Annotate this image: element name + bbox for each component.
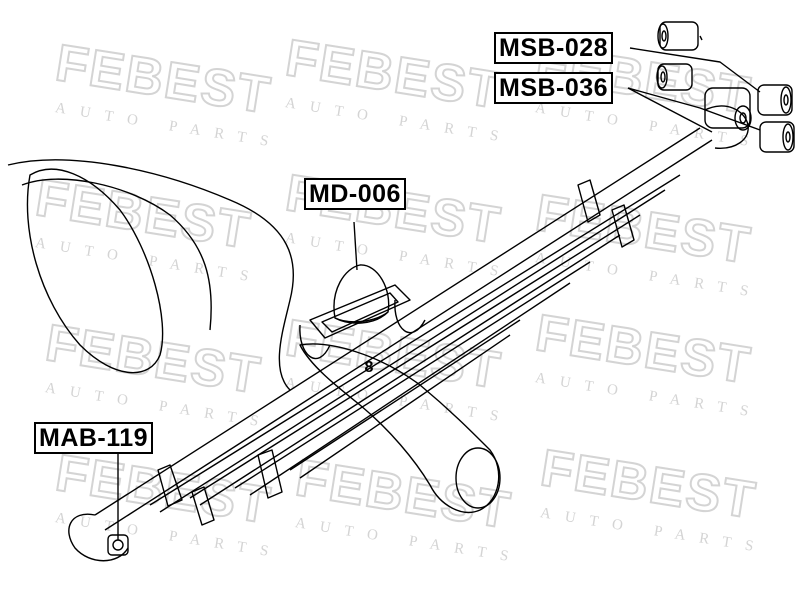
leaf-spring-drawing (7, 21, 795, 562)
clamp-front-a (157, 464, 183, 507)
front-eye (68, 513, 129, 562)
msb028-bushing (657, 21, 699, 51)
clamp-front-b (191, 486, 215, 526)
wheel-arch-line (7, 159, 294, 391)
leaf-6 (234, 261, 591, 489)
u-bolt-right (394, 299, 426, 334)
callout-msb-036: MSB-036 (494, 72, 614, 104)
wheel-outline (26, 168, 164, 374)
rear-bushing-upper (757, 84, 793, 116)
spring-seat-inner (321, 292, 399, 333)
leaf-8 (289, 319, 521, 471)
main-leaf-bottom (104, 139, 713, 531)
leader-md006 (353, 221, 358, 271)
u-bolt-left (299, 324, 331, 359)
bump-stop (333, 264, 390, 323)
clamp-mid (257, 449, 283, 499)
msb036-bushing (656, 63, 693, 91)
axle-end (455, 447, 501, 509)
front-bushing-hole (112, 539, 124, 551)
wheel-inner-line (21, 178, 212, 331)
axle-housing (299, 343, 500, 514)
bump-stop-base (334, 311, 389, 324)
callout-md-006: MD-006 (304, 178, 406, 210)
leaf-9 (299, 334, 511, 479)
leaf-2 (149, 174, 681, 506)
clamp-rear-a (577, 179, 601, 223)
leaf-5 (199, 234, 621, 506)
leader-msb028-b (699, 35, 703, 41)
spring-seat (309, 284, 411, 339)
leader-msb036-b (627, 87, 713, 133)
rear-eye-bushing (704, 87, 752, 131)
leaf-3 (159, 189, 666, 513)
leader-msb036-a (627, 87, 761, 131)
rear-bushing-lower (759, 121, 795, 153)
callout-mab-119: MAB-119 (34, 422, 154, 454)
clamp-rear-b (611, 204, 635, 248)
leaf-number-label: 8 (365, 359, 374, 376)
leader-msb028-a (629, 47, 761, 93)
leaf-4 (189, 214, 641, 499)
leaf-7 (249, 282, 571, 496)
callout-msb-028: MSB-028 (494, 32, 614, 64)
